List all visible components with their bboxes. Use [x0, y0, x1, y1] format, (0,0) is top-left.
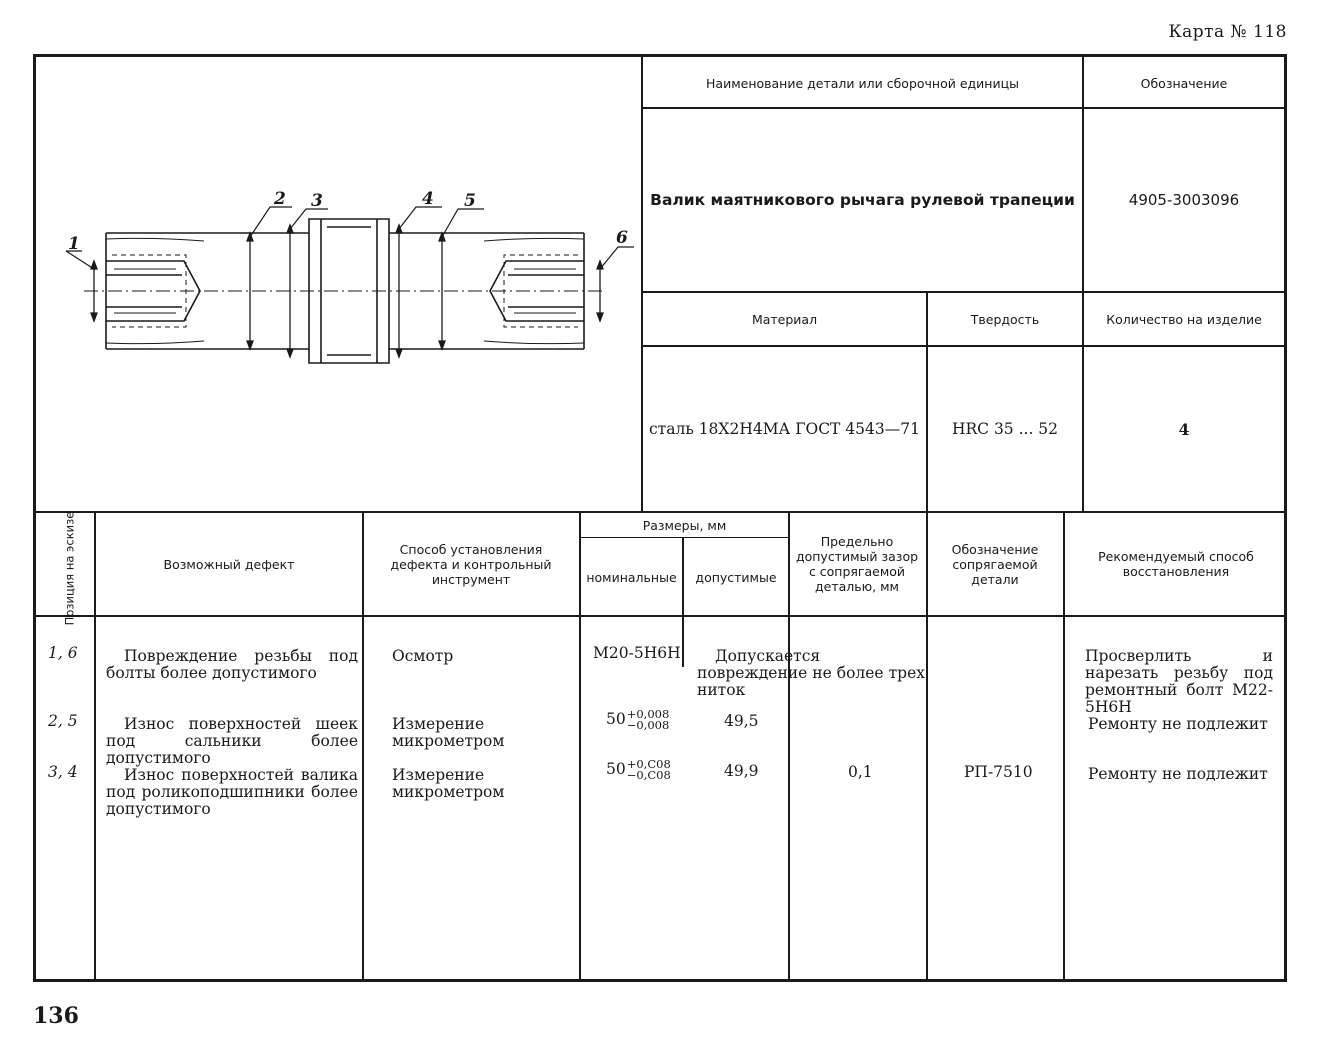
row1-nominal: M20-5H6H [593, 644, 681, 662]
row3-nominal: 50+0,C08−0,C08 [606, 757, 671, 782]
row3-mating: РП-7510 [964, 763, 1033, 781]
quantity-header: Количество на изделие [1106, 311, 1262, 327]
row3-restore: Ремонту не подлежит [1088, 765, 1268, 783]
row1-defect: Повреждение резьбы под болты более допус… [106, 647, 358, 682]
hardness-header: Твердость [970, 311, 1040, 327]
material-header-bottom-line [641, 345, 1284, 347]
row2-method: Измерение микрометром [392, 715, 505, 750]
row3-clearance: 0,1 [848, 763, 873, 781]
part-designation: 4905-3003096 [1128, 191, 1240, 209]
shaft-sketch: 1 2 3 4 5 6 [65, 189, 634, 364]
col-divider-1 [94, 511, 96, 979]
hardness-divider [926, 291, 928, 511]
designation-divider [1082, 57, 1084, 291]
sketch-label-5: 5 [464, 191, 476, 211]
row3-method: Измерение микрометром [392, 766, 505, 801]
row1-position: 1, 6 [48, 644, 78, 662]
row1-method: Осмотр [392, 647, 454, 665]
part-header-line [641, 107, 1284, 109]
sketch-label-4: 4 [422, 189, 434, 209]
method-header: Способ установления дефекта и контрольны… [390, 541, 552, 587]
restore-header: Рекомендуемый способ восстановления [1098, 549, 1254, 579]
sketch-divider [641, 57, 643, 511]
quantity-value: 4 [1178, 419, 1190, 439]
sketch-label-2: 2 [273, 189, 286, 209]
col-divider-6 [926, 511, 928, 979]
table-header-line [36, 615, 1284, 617]
col-divider-2 [362, 511, 364, 979]
col-divider-5 [788, 511, 790, 979]
sketch-label-3: 3 [311, 191, 323, 211]
mating-header: Обозначение сопрягаемой детали [951, 541, 1039, 587]
col-divider-7 [1063, 511, 1065, 979]
sizes-subheader-line [579, 537, 788, 538]
row3-defect: Износ поверхностей валика под роликоподш… [106, 766, 358, 818]
row1-allowed: Допускается повреждение не более трех ни… [697, 647, 925, 699]
card-number: Карта № 118 [1168, 22, 1287, 42]
designation-header: Обозначение [1140, 75, 1228, 91]
sketch-label-1: 1 [68, 234, 80, 254]
row2-nominal: 50+0,008−0,008 [606, 707, 670, 732]
defect-card-sheet: Наименование детали или сборочной единиц… [33, 54, 1287, 982]
row2-defect: Износ поверхностей шеек под сальники бол… [106, 715, 358, 767]
defect-header: Возможный дефект [163, 556, 295, 572]
row1-restore: Просверлить и нарезать резьбу под ремонт… [1085, 647, 1273, 716]
part-name-header: Наименование детали или сборочной единиц… [706, 75, 1019, 91]
clearance-header: Предельно допустимый зазор с сопрягаемой… [795, 534, 919, 594]
row3-position: 3, 4 [48, 763, 78, 781]
quantity-divider [1082, 291, 1084, 511]
row2-position: 2, 5 [48, 712, 78, 730]
position-header: Позиция на эскизе [62, 511, 77, 625]
allowed-header: допустимые [695, 569, 777, 585]
nominal-header: номинальные [586, 569, 677, 585]
sizes-header: Размеры, мм [642, 517, 727, 533]
col-divider-3 [579, 511, 581, 979]
material-header-top-line [641, 291, 1284, 293]
sketch-label-6: 6 [616, 228, 628, 248]
material-header: Материал [751, 311, 818, 327]
upper-block-divider [36, 511, 1284, 513]
row3-allowed: 49,9 [724, 762, 759, 780]
material-value: сталь 18Х2Н4МА ГОСТ 4543—71 [648, 420, 920, 438]
page-number: 136 [33, 1003, 79, 1029]
row2-allowed: 49,5 [724, 712, 759, 730]
col-divider-4 [682, 537, 684, 667]
hardness-value: HRC 35 ... 52 [951, 420, 1059, 438]
part-name: Валик маятникового рычага рулевой трапец… [650, 191, 1075, 209]
row2-restore: Ремонту не подлежит [1088, 715, 1268, 733]
